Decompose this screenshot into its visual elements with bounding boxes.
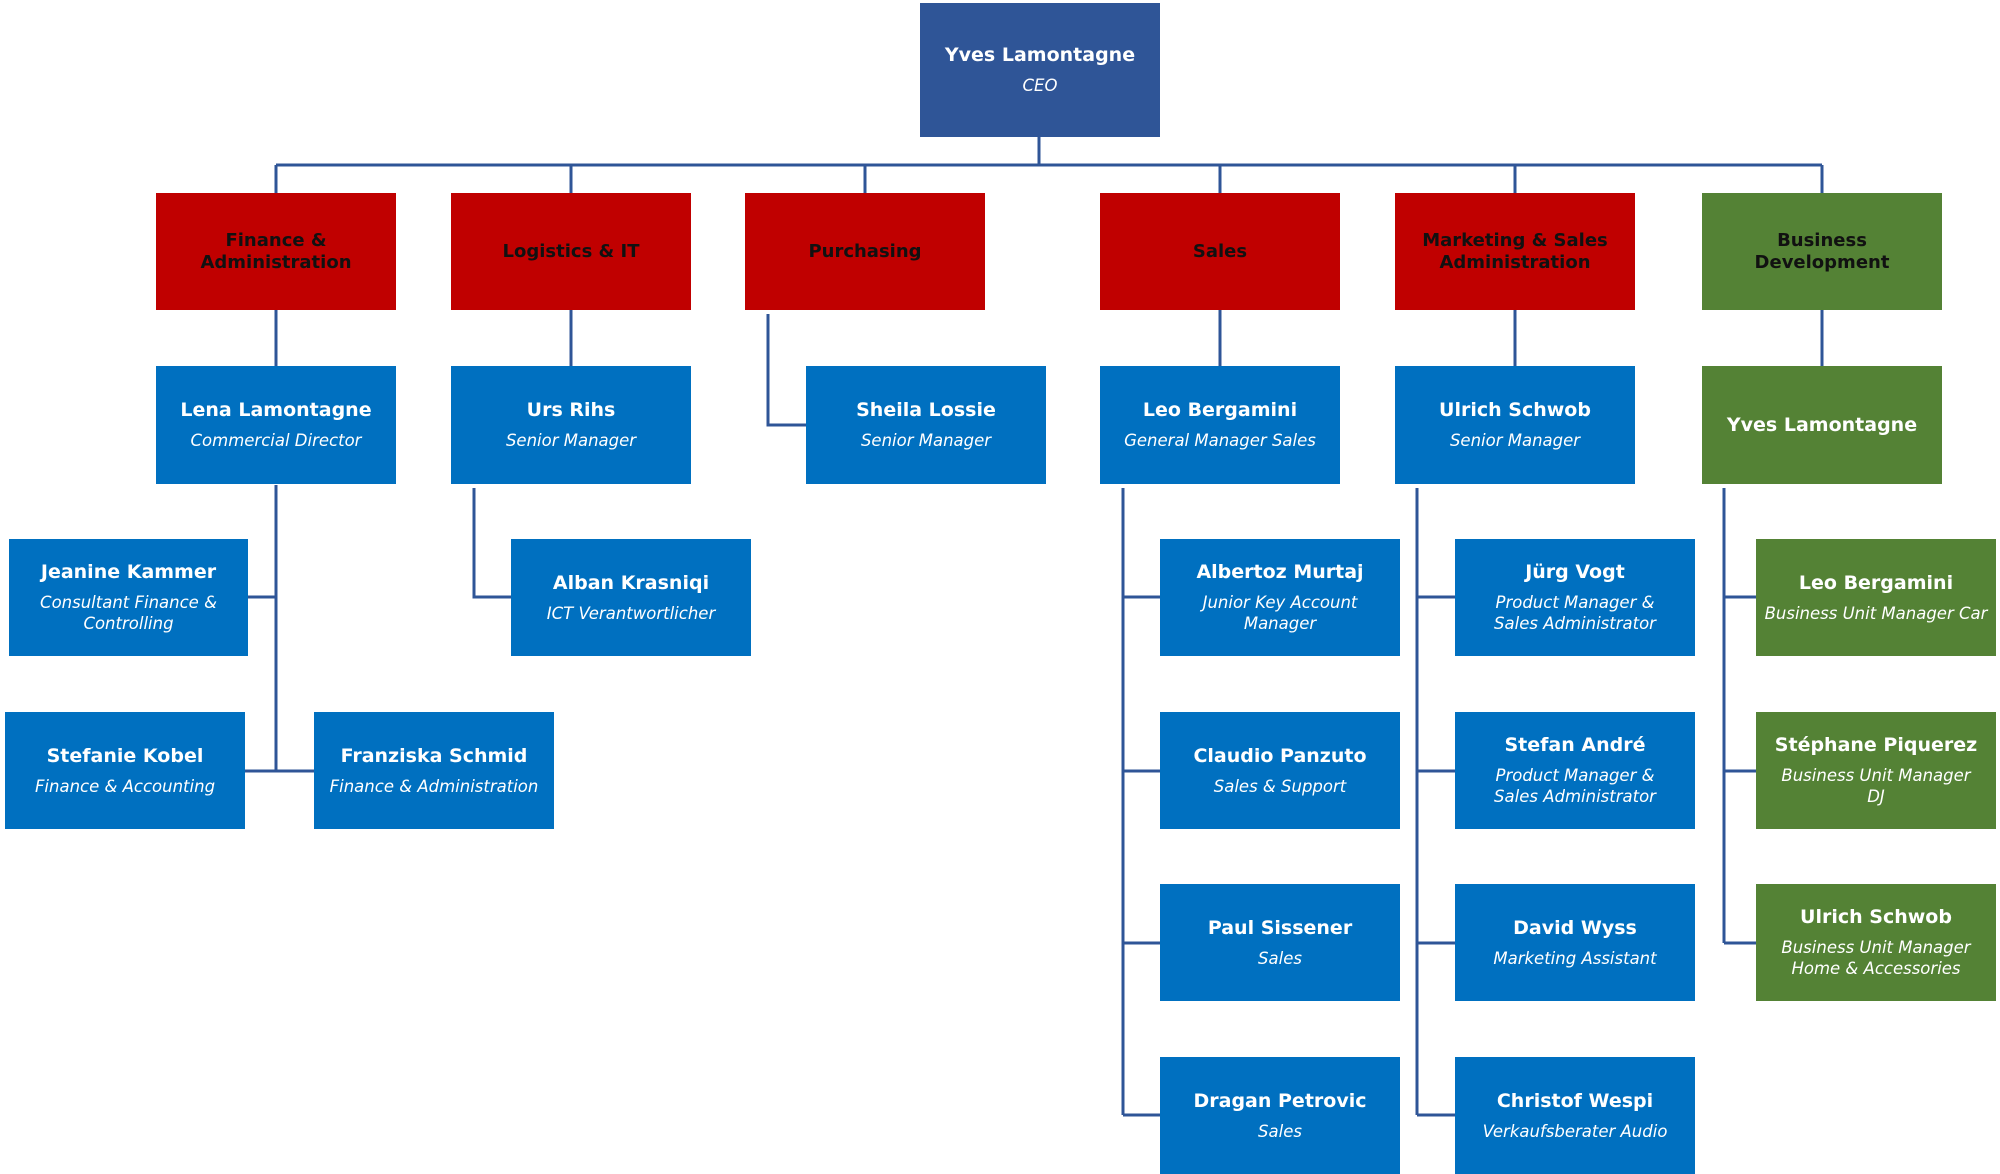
person-title: General Manager Sales: [1124, 431, 1316, 450]
person-name: Ulrich Schwob: [1439, 399, 1591, 421]
person-title: Consultant Finance & Controlling: [40, 593, 217, 633]
person-title: Senior Manager: [1449, 431, 1581, 450]
dept-sales[interactable]: Sales: [1100, 193, 1340, 310]
person-title: Senior Manager: [860, 431, 992, 450]
staff-marketing-2[interactable]: Stefan André Product Manager & Sales Adm…: [1455, 712, 1695, 829]
person-name: David Wyss: [1513, 916, 1637, 939]
dept-label: Purchasing: [808, 240, 922, 262]
dept-purchasing[interactable]: Purchasing: [745, 193, 985, 310]
staff-finance-2[interactable]: Stefanie Kobel Finance & Accounting: [5, 712, 245, 829]
dept-label: Finance & Administration: [200, 229, 352, 273]
manager-finance[interactable]: Lena Lamontagne Commercial Director: [156, 366, 396, 484]
person-title: Commercial Director: [190, 431, 362, 450]
staff-sales-1[interactable]: Albertoz Murtaj Junior Key Account Manag…: [1160, 539, 1400, 656]
person-name: Stéphane Piquerez: [1774, 734, 1978, 756]
person-name: Albertoz Murtaj: [1196, 561, 1364, 583]
person-name: Alban Krasniqi: [552, 571, 710, 594]
person-name: Ulrich Schwob: [1800, 906, 1952, 928]
staff-bizdev-2[interactable]: Stéphane Piquerez Business Unit Manager …: [1756, 712, 1996, 829]
manager-purchasing[interactable]: Sheila Lossie Senior Manager: [806, 366, 1046, 484]
staff-sales-2[interactable]: Claudio Panzuto Sales & Support: [1160, 712, 1400, 829]
person-name: Yves Lamontagne: [1726, 413, 1918, 436]
person-name: Stefan André: [1504, 734, 1646, 756]
person-name: Leo Bergamini: [1142, 399, 1298, 421]
ceo-box[interactable]: Yves Lamontagne CEO: [920, 3, 1160, 137]
person-title: Business Unit Manager DJ: [1781, 766, 1971, 806]
ceo-name: Yves Lamontagne: [944, 44, 1136, 66]
staff-sales-4[interactable]: Dragan Petrovic Sales: [1160, 1057, 1400, 1174]
person-name: Jeanine Kammer: [40, 561, 217, 583]
staff-bizdev-1[interactable]: Leo Bergamini Business Unit Manager Car: [1756, 539, 1996, 656]
staff-finance-3[interactable]: Franziska Schmid Finance & Administratio…: [314, 712, 554, 829]
dept-label: Marketing & Sales Administration: [1422, 229, 1608, 273]
person-name: Leo Bergamini: [1798, 571, 1954, 594]
person-name: Franziska Schmid: [340, 744, 528, 767]
staff-bizdev-3[interactable]: Ulrich Schwob Business Unit Manager Home…: [1756, 884, 1996, 1001]
person-title: Senior Manager: [505, 431, 637, 450]
staff-marketing-4[interactable]: Christof Wespi Verkaufsberater Audio: [1455, 1057, 1695, 1174]
person-name: Urs Rihs: [526, 399, 616, 421]
person-title: Finance & Accounting: [34, 776, 216, 796]
person-name: Lena Lamontagne: [180, 399, 372, 421]
manager-business-development[interactable]: Yves Lamontagne: [1702, 366, 1942, 484]
person-name: Dragan Petrovic: [1193, 1089, 1367, 1112]
person-title: ICT Verantwortlicher: [546, 603, 716, 623]
person-title: Finance & Administration: [329, 776, 539, 796]
dept-label: Logistics & IT: [502, 240, 640, 262]
staff-finance-1[interactable]: Jeanine Kammer Consultant Finance & Cont…: [9, 539, 248, 656]
person-title: Product Manager & Sales Administrator: [1494, 766, 1656, 806]
person-title: Sales: [1258, 948, 1302, 968]
dept-label: Business Development: [1754, 229, 1890, 273]
staff-sales-3[interactable]: Paul Sissener Sales: [1160, 884, 1400, 1001]
dept-marketing-sales-administration[interactable]: Marketing & Sales Administration: [1395, 193, 1635, 310]
person-name: Stefanie Kobel: [46, 744, 204, 767]
dept-business-development[interactable]: Business Development: [1702, 193, 1942, 310]
person-title: Business Unit Manager Car: [1764, 603, 1988, 623]
person-title: Product Manager & Sales Administrator: [1494, 593, 1656, 633]
person-title: Sales & Support: [1213, 776, 1347, 796]
dept-finance-administration[interactable]: Finance & Administration: [156, 193, 396, 310]
person-name: Paul Sissener: [1207, 916, 1353, 939]
dept-label: Sales: [1192, 240, 1248, 262]
person-name: Christof Wespi: [1496, 1089, 1654, 1112]
person-title: Marketing Assistant: [1493, 948, 1657, 968]
staff-marketing-1[interactable]: Jürg Vogt Product Manager & Sales Admini…: [1455, 539, 1695, 656]
staff-marketing-3[interactable]: David Wyss Marketing Assistant: [1455, 884, 1695, 1001]
person-title: Business Unit Manager Home & Accessories: [1781, 938, 1971, 978]
manager-sales[interactable]: Leo Bergamini General Manager Sales: [1100, 366, 1340, 484]
person-name: Claudio Panzuto: [1193, 744, 1367, 767]
staff-logistics-1[interactable]: Alban Krasniqi ICT Verantwortlicher: [511, 539, 751, 656]
person-title: Sales: [1258, 1121, 1302, 1141]
manager-logistics[interactable]: Urs Rihs Senior Manager: [451, 366, 691, 484]
ceo-title: CEO: [1022, 76, 1058, 95]
dept-logistics-it[interactable]: Logistics & IT: [451, 193, 691, 310]
person-name: Jürg Vogt: [1525, 561, 1625, 583]
person-name: Sheila Lossie: [856, 399, 996, 421]
person-title: Junior Key Account Manager: [1202, 593, 1358, 633]
manager-marketing[interactable]: Ulrich Schwob Senior Manager: [1395, 366, 1635, 484]
person-title: Verkaufsberater Audio: [1482, 1121, 1668, 1141]
